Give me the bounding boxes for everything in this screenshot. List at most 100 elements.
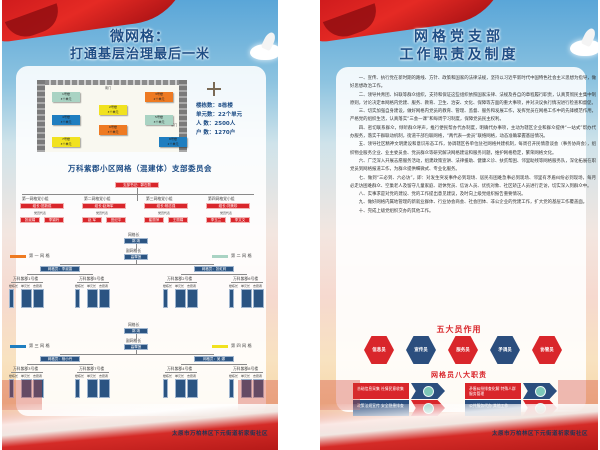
role-label: 楼栋长: [163, 374, 173, 378]
grid-connector: [165, 282, 197, 283]
left-footer-band: [2, 404, 278, 450]
role-names-box: [87, 379, 98, 398]
role-label: 单元长: [175, 374, 185, 378]
grid-legend-right: 第 四 网 格: [212, 343, 252, 349]
role-label: 楼栋长: [229, 284, 239, 288]
grid-head-label: 网格长: [128, 232, 140, 237]
org-chart-title: 万科紫郡小区网格（混建体）支部委员会: [68, 164, 212, 173]
grid-connector: [181, 364, 247, 365]
role-names-box: [9, 289, 14, 308]
stat-people: 人 数：2500人: [196, 121, 236, 127]
building-name: 万科紫郡1号楼: [13, 276, 39, 281]
duty-paragraph: 一、宣传、执行党在新时期的路线、方针、政策和国家的法律法规，坚持以习近平新时代中…: [350, 76, 596, 90]
grid-deputy-box: 高翠莲: [124, 254, 148, 260]
grid-connector: [11, 372, 43, 373]
right-poster: 网格党支部 工作职责及制度 一、宣传、执行党在新时期的路线、方针、政策和国家的法…: [320, 0, 598, 450]
role-label: 志愿者: [99, 374, 109, 378]
grid-connector: [231, 282, 263, 283]
role-names-box: [87, 289, 98, 308]
building-label: 2号楼: [109, 105, 117, 109]
grid-connector: [136, 244, 137, 249]
building-name: 万科紫郡4号楼: [167, 366, 193, 371]
grid-connector: [181, 274, 247, 275]
role-names-box: [241, 379, 252, 398]
legend-label: 第 一 网 格: [29, 253, 50, 258]
duty-paragraph: 三、切实加强自身建设，做好网格内党员的教育、管理、监督、服务和发展工作，发挥党员…: [350, 109, 596, 123]
duty-paragraph: 七、做到“三必到、六必访”，即：对发生突发事件必到现场、居民有困难急事必到现场、…: [350, 175, 596, 189]
role-label: 单元长: [241, 374, 251, 378]
role-label: 单元长: [21, 284, 31, 288]
right-footer-text: 太原市万柏林区下元街道祈家街社区: [491, 431, 588, 437]
building-units: 3个单元: [60, 142, 72, 146]
party-group-leader-box: 组长:赵海军: [82, 203, 126, 209]
dove-icon: [250, 44, 278, 60]
party-member-box: 赵 军: [82, 217, 102, 223]
stat-buildings: 楼栋数：8栋楼: [196, 103, 233, 109]
building-name: 万科紫郡3号楼: [13, 366, 39, 371]
role-names-box: [163, 379, 168, 398]
role-names-box: [175, 379, 186, 398]
role-names-box: [21, 379, 32, 398]
party-member-box: 李玉兰: [206, 217, 226, 223]
building-units: 3个单元: [107, 130, 119, 134]
party-secretary-box: 支部书记：郭石勤: [115, 182, 159, 188]
party-member-box: 崔丽萍: [144, 217, 164, 223]
role-names-box: [163, 289, 168, 308]
grid-deputy-label: 副网格长: [126, 248, 142, 253]
dove-icon: [570, 40, 598, 56]
role-label: 楼栋长: [75, 374, 85, 378]
role-names-box: [229, 289, 234, 308]
role-names-box: [99, 379, 110, 398]
role-label: 志愿者: [253, 374, 263, 378]
grid-connector: [77, 282, 109, 283]
role-label: 志愿者: [187, 374, 197, 378]
compass-icon: [207, 82, 221, 96]
role-label: 单元长: [241, 284, 251, 288]
role-label: 楼栋长: [229, 374, 239, 378]
role-names-box: [187, 289, 198, 308]
grid-head-box: 郭 靖: [124, 328, 148, 334]
stat-households: 户 数：1270户: [196, 130, 236, 136]
stat-units: 单元数：22个单元: [196, 112, 243, 118]
eight-duties-title: 网格员八大职责: [431, 371, 487, 379]
party-group-leader-box: 组长:范新成: [20, 203, 64, 209]
role-label: 单元长: [21, 374, 31, 378]
duty-card: 矛盾纠纷排查化解 特殊人群服务管理: [465, 383, 521, 399]
duty-arrow: [411, 383, 445, 399]
duties-text: 一、宣传、执行党在新时期的路线、方针、政策和国家的法律法规，坚持以习近平新时代中…: [350, 75, 596, 216]
grid-member-box: 网格员：杨小丹: [40, 356, 80, 362]
party-members-label: 党员代表: [34, 211, 47, 215]
building-name: 万科紫郡5号楼: [79, 276, 105, 281]
grid-connector: [27, 364, 93, 365]
legend-label: 第 二 网 格: [231, 253, 252, 258]
grid-connector: [136, 334, 137, 339]
party-group-leader-box: 组长:刘美珍: [206, 203, 250, 209]
building-label: 1号楼: [62, 92, 70, 96]
duty-paragraph: 五、领导社区精神文明建设和意识形态工作，协调辖区各单位驻社网格共建机制，每周召开…: [350, 142, 596, 156]
building-units: 2个单元: [167, 142, 179, 146]
grid-head-box: 郭 靖: [124, 238, 148, 244]
legend-swatch: [212, 344, 228, 348]
building-label: 8号楼: [169, 137, 177, 141]
party-member-box: 王丽娟: [168, 217, 188, 223]
five-roles-title: 五大员作用: [436, 325, 482, 334]
duty-arrow: [523, 383, 557, 399]
building-units: 3个单元: [107, 110, 119, 114]
role-names-box: [33, 379, 44, 398]
building-label: 4号楼: [62, 115, 70, 119]
party-member-box: 田纪平: [106, 217, 126, 223]
building-name: 万科紫郡8号楼: [233, 366, 259, 371]
grid-member-box: 网格员：吴 娜: [194, 356, 234, 362]
role-label: 楼栋长: [9, 374, 19, 378]
grid-connector: [231, 372, 263, 373]
duty-paragraph: 四、密切联系群众，倾听群众呼声，推行便民帮办代办制度，明确代办事项，主动为辖区企…: [350, 125, 596, 140]
map-gate-east: 东门: [171, 123, 178, 127]
duty-paragraph: 二、领导共青团、妇联等群众组织，支持和保证这些组织依照国家法律、法规及各自的章程…: [350, 92, 596, 106]
grid-connector: [136, 260, 137, 264]
grid-connector: [77, 372, 109, 373]
grid-member-box: 网格员：李淑香: [40, 266, 80, 272]
